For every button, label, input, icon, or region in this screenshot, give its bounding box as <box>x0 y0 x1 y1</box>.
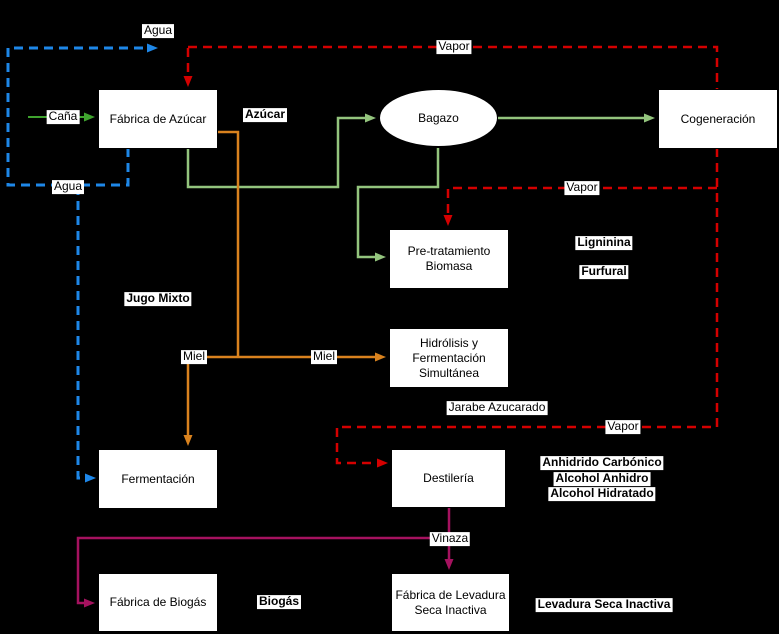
node-destileria[interactable]: Destilería <box>391 449 506 508</box>
label-azucar: Azúcar <box>242 107 288 122</box>
label-vapor-right: Vapor <box>605 419 641 434</box>
node-label-pre-tratamiento-biomasa: Pre-tratamiento Biomasa <box>407 244 491 273</box>
node-fabrica-de-levadura[interactable]: Fábrica de Levadura Seca Inactiva <box>391 573 510 632</box>
label-jugo-mixto: Jugo Mixto <box>124 291 192 306</box>
node-label-fermentacion: Fermentación <box>121 471 195 486</box>
arrowhead-vinaza-a-biogas <box>84 598 95 608</box>
node-label-hidrolisis-fermentacion: Hidrólisis y Fermentación Simultánea <box>412 335 486 380</box>
label-levadura-seca-inactiva: Levadura Seca Inactiva <box>535 597 673 612</box>
label-furfural: Furfural <box>579 264 629 279</box>
node-label-bagazo: Bagazo <box>418 110 459 125</box>
arrowhead-bagazo-a-pretratamiento <box>375 252 386 262</box>
label-ligninina: Ligninina <box>575 235 633 250</box>
label-miel-left: Miel <box>180 349 208 364</box>
edge-azucar-miel-troncal <box>218 130 240 357</box>
node-hidrolisis-fermentacion[interactable]: Hidrólisis y Fermentación Simultánea <box>389 328 509 388</box>
node-fabrica-de-azucar[interactable]: Fábrica de Azúcar <box>98 89 218 149</box>
arrowhead-agua-a-fermentacion <box>85 473 96 483</box>
node-fabrica-de-biogas[interactable]: Fábrica de Biogás <box>98 573 218 632</box>
label-biogas: Biogás <box>256 594 302 609</box>
arrowhead-bagazo-a-cogeneracion <box>644 113 655 123</box>
arrowhead-miel-a-fermentacion <box>183 435 193 446</box>
edge-vapor-a-pretratamiento <box>446 186 717 215</box>
arrowhead-bagazo-desde-fabrica <box>365 113 376 123</box>
label-vapor-mid: Vapor <box>564 180 600 195</box>
label-vapor-top: Vapor <box>436 39 472 54</box>
label-cana: Caña <box>46 109 80 124</box>
arrowhead-vapor-principal <box>377 458 388 468</box>
edge-vinaza-a-biogas <box>76 536 449 605</box>
edge-bagazo-a-pretratamiento <box>356 148 440 259</box>
node-label-cogeneracion: Cogeneración <box>680 111 756 126</box>
node-fermentacion[interactable]: Fermentación <box>98 449 218 509</box>
edge-agua-a-fermentacion <box>76 186 85 480</box>
arrowhead-vapor-a-pretratamiento <box>443 215 453 226</box>
node-label-fabrica-de-biogas: Fábrica de Biogás <box>109 595 207 609</box>
edge-bagazo-desde-fabrica <box>186 116 365 189</box>
node-label-fabrica-de-azucar: Fábrica de Azúcar <box>109 111 207 126</box>
node-bagazo[interactable]: Bagazo <box>379 89 498 147</box>
node-cogeneracion[interactable]: Cogeneración <box>658 89 778 149</box>
label-vinaza: Vinaza <box>429 531 471 546</box>
label-agua-left: Agua <box>51 179 85 194</box>
label-jarabe-azucarado: Jarabe Azucarado <box>446 400 548 415</box>
arrowhead-agua-recirculacion <box>147 43 158 53</box>
arrowhead-vapor-a-fabrica-azucar <box>183 76 193 87</box>
arrowhead-vinaza-a-levadura <box>444 559 454 570</box>
arrowhead-miel-a-hidrolisis <box>375 352 386 362</box>
arrowhead-cana-a-fabrica <box>84 112 95 122</box>
node-label-destileria: Destilería <box>423 471 474 485</box>
node-label-fabrica-de-levadura: Fábrica de Levadura Seca Inactiva <box>395 587 506 617</box>
label-anhidrido-carbonico: Anhidrido Carbónico <box>540 455 664 470</box>
node-pre-tratamiento-biomasa[interactable]: Pre-tratamiento Biomasa <box>389 229 509 289</box>
label-alcohol-hidratado: Alcohol Hidratado <box>548 486 656 501</box>
edge-vapor-principal <box>188 45 719 465</box>
edge-agua-recirculacion <box>6 46 147 187</box>
label-alcohol-anhidro: Alcohol Anhidro <box>553 471 651 486</box>
label-miel-right: Miel <box>310 349 338 364</box>
label-agua-top: Agua <box>141 23 175 38</box>
